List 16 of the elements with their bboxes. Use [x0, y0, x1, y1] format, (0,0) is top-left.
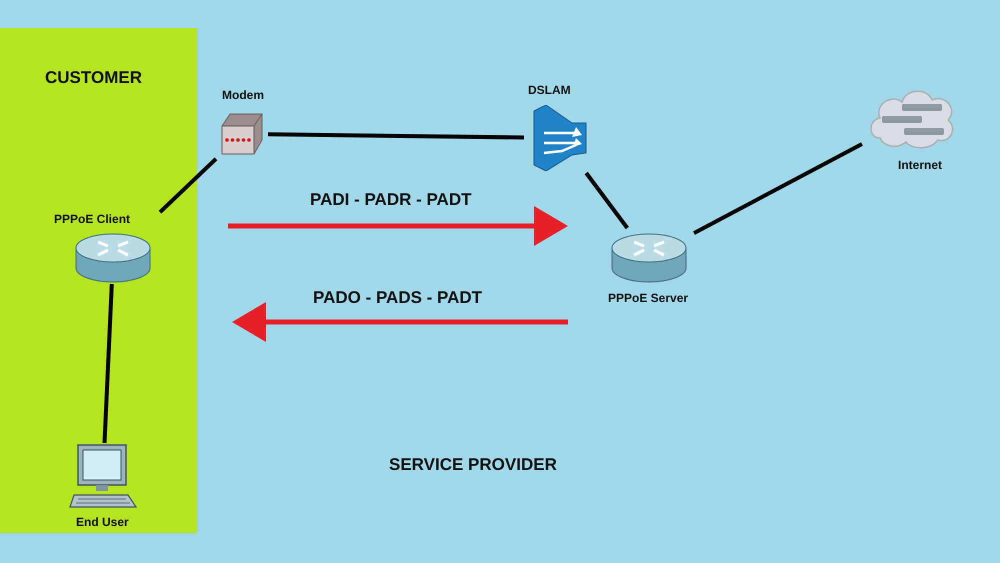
zone-title: SERVICE PROVIDER — [389, 455, 557, 475]
connection-line — [158, 157, 218, 214]
connection-line — [584, 172, 629, 230]
device-label: End User — [76, 515, 129, 529]
connection-line — [102, 284, 114, 444]
connection-line — [268, 132, 524, 140]
device-label: DSLAM — [528, 83, 571, 97]
device-label: Internet — [898, 158, 942, 172]
message-label: PADO - PADS - PADT — [313, 288, 482, 308]
device-label: PPPoE Client — [54, 212, 130, 226]
device-label: Modem — [222, 88, 264, 102]
customer-zone — [0, 28, 197, 533]
device-label: PPPoE Server — [608, 291, 688, 305]
message-label: PADI - PADR - PADT — [310, 190, 472, 210]
zone-title: CUSTOMER — [45, 68, 142, 88]
connection-line — [693, 142, 863, 235]
